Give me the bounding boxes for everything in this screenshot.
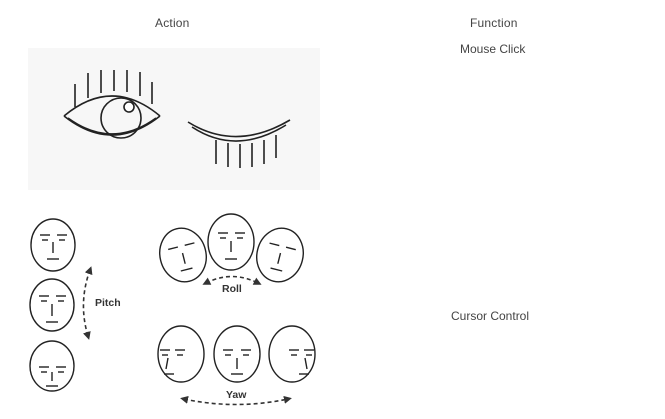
function-mouse-click: Mouse Click [460, 42, 526, 56]
function-column-header: Function [470, 16, 518, 30]
pitch-arrow-icon [82, 266, 93, 340]
pitch-face-down [29, 340, 75, 392]
roll-arrow-icon [202, 275, 262, 285]
action-column-header: Action [155, 16, 190, 30]
blink-panel [28, 48, 320, 190]
roll-face-left [159, 227, 207, 283]
roll-label: Roll [222, 283, 242, 295]
pitch-face-up [30, 218, 76, 272]
yaw-label: Yaw [226, 389, 247, 401]
pitch-face-center [29, 278, 75, 332]
function-cursor-control: Cursor Control [451, 309, 530, 323]
closed-eye-icon [187, 119, 291, 168]
yaw-arrow-icon [180, 395, 292, 406]
pitch-label: Pitch [95, 297, 121, 309]
roll-face-right [256, 227, 304, 283]
open-eye-icon [63, 70, 161, 139]
yaw-face-left [157, 325, 205, 383]
yaw-face-right [268, 325, 316, 383]
roll-face-center [207, 213, 255, 271]
yaw-face-center [213, 325, 261, 383]
